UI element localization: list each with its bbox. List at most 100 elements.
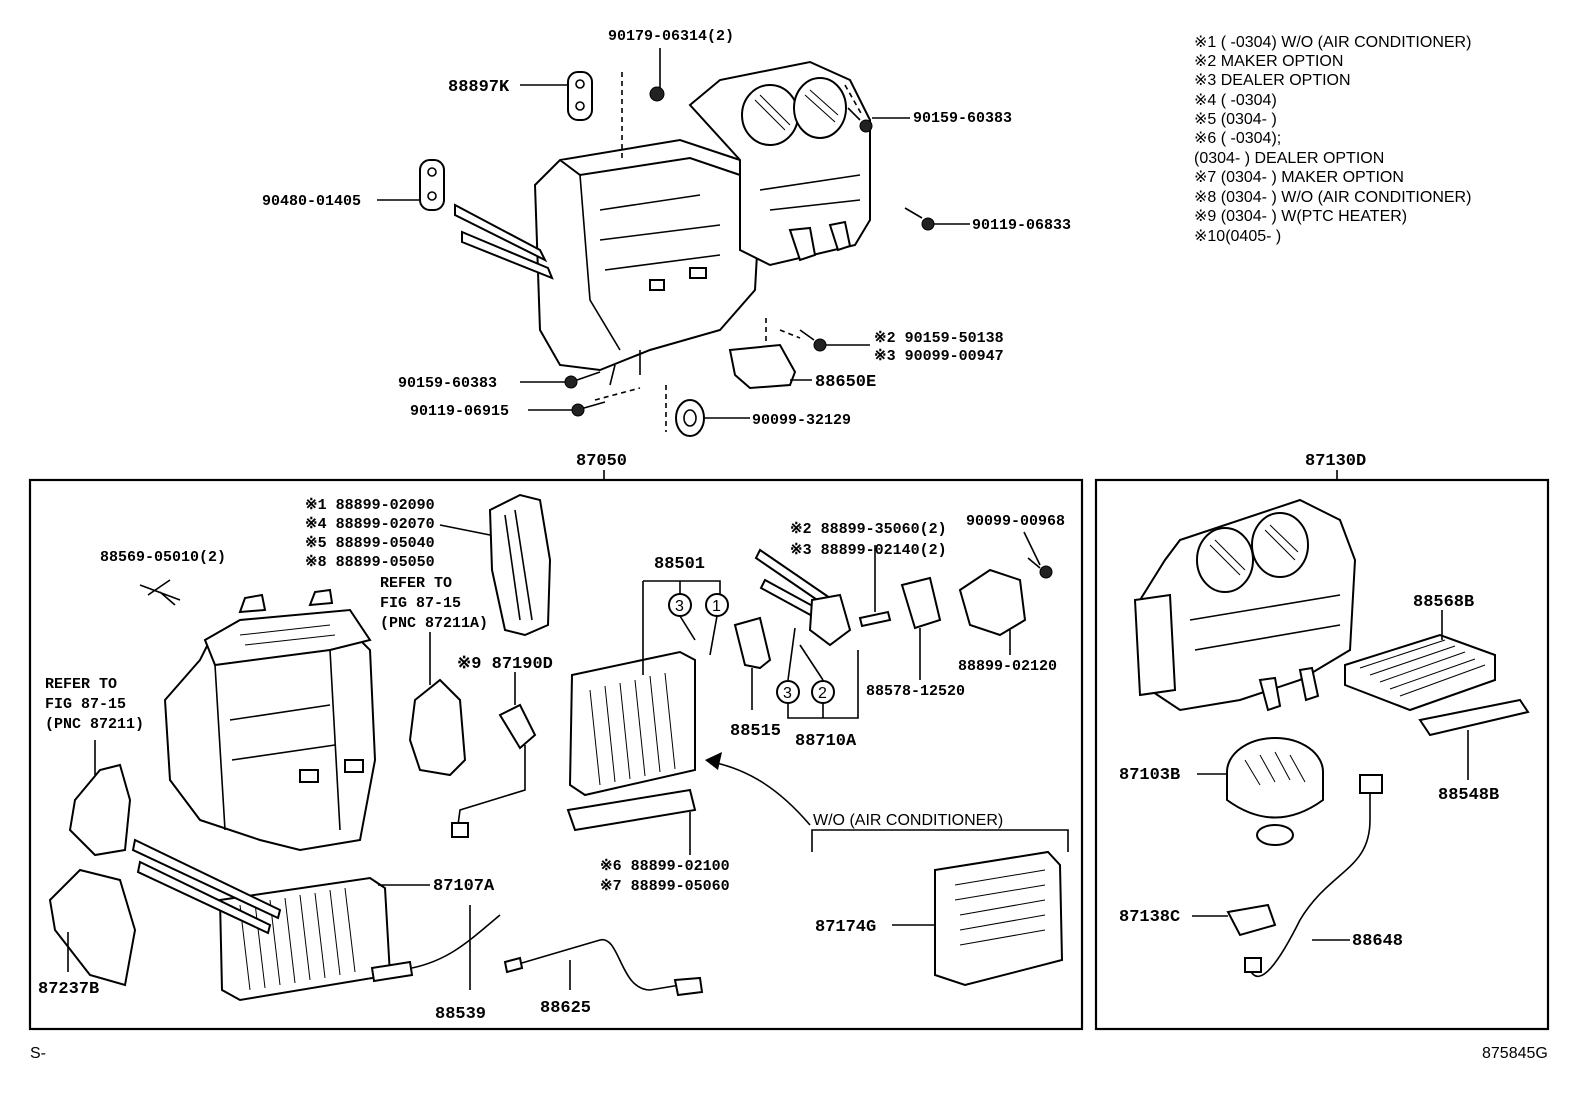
reference-note: REFER TO — [380, 575, 452, 592]
part-label: 88501 — [654, 555, 705, 574]
reference-note: FIG 87-15 — [45, 696, 126, 713]
part-label: 88548B — [1438, 786, 1499, 805]
top-heater-assembly-drawing — [454, 60, 871, 386]
oring-number: 3 — [783, 685, 792, 702]
legend-line: ※9 (0304- ) W(PTC HEATER) — [1194, 208, 1407, 225]
top-small-parts — [419, 71, 935, 437]
oring-number: 3 — [675, 598, 684, 615]
part-label: ※7 88899-05060 — [600, 878, 730, 895]
part-label: 88539 — [435, 1005, 486, 1024]
screw-icon — [904, 207, 935, 231]
part-label: 87174G — [815, 918, 876, 937]
part-label: ※3 88899-02140(2) — [790, 542, 947, 559]
part-label: 88710A — [795, 732, 857, 751]
legend-line: ※4 ( -0304) — [1194, 92, 1277, 109]
part-label: 88568B — [1413, 593, 1474, 612]
part-label: 88899-02120 — [958, 658, 1057, 675]
box-87050: 87050 — [28, 452, 1084, 1031]
screw-icon — [564, 371, 601, 389]
legend-line: ※5 (0304- ) — [1194, 111, 1277, 128]
part-label: ※3 90099-00947 — [874, 348, 1004, 365]
legend-line: (0304- ) DEALER OPTION — [1194, 150, 1384, 167]
bolt-icon — [858, 610, 892, 628]
case-87174G-icon — [934, 850, 1064, 987]
part-label: 88578-12520 — [866, 683, 965, 700]
part-label: 90099-32129 — [752, 412, 851, 429]
part-label: 90480-01405 — [262, 193, 361, 210]
screw-icon — [1027, 557, 1053, 579]
duct-cover-icon — [488, 493, 552, 637]
sensor-88539-icon — [370, 960, 414, 983]
legend-line: ※10(0405- ) — [1194, 228, 1281, 245]
reference-note: REFER TO — [45, 676, 117, 693]
filter-icon — [1344, 633, 1496, 712]
screw-icon — [799, 329, 827, 352]
part-label: 87237B — [38, 980, 99, 999]
part-label: 90159-60383 — [913, 110, 1012, 127]
part-label: ※2 90159-50138 — [874, 330, 1004, 347]
part-label: 88648 — [1352, 932, 1403, 951]
reference-note: (PNC 87211A) — [380, 615, 488, 632]
duct-87211A-icon — [408, 678, 467, 777]
top-labels: 90179-06314(2) 88897K 90159-60383 90480-… — [262, 28, 1071, 429]
clip-88569-icon — [139, 579, 181, 606]
part-label: 90119-06833 — [972, 217, 1071, 234]
grommet-90480-icon — [419, 159, 445, 211]
part-label: ※2 88899-35060(2) — [790, 521, 947, 538]
part-label: 90179-06314(2) — [608, 28, 734, 45]
top-leader-lines — [377, 48, 970, 432]
plate-icon — [566, 788, 697, 832]
duct-87211-icon — [68, 763, 132, 857]
part-label: 88625 — [540, 999, 591, 1018]
part-label: 87107A — [433, 877, 495, 896]
oring-number: 2 — [818, 685, 827, 702]
legend-line: ※8 (0304- ) W/O (AIR CONDITIONER) — [1194, 189, 1471, 206]
arrow-icon — [711, 761, 811, 826]
ptc-heater-icon — [498, 703, 537, 750]
part-label: 90099-00968 — [966, 513, 1065, 530]
legend: ※1 ( -0304) W/O (AIR CONDITIONER) ※2 MAK… — [1194, 34, 1471, 245]
reference-note: (PNC 87211) — [45, 716, 144, 733]
box-frame — [1094, 478, 1550, 1031]
cover-88578-icon — [900, 576, 942, 630]
screw-icon — [571, 401, 606, 417]
reference-note: FIG 87-15 — [380, 595, 461, 612]
part-label: ※6 88899-02100 — [600, 858, 730, 875]
figure-code: 875845G — [1482, 1045, 1548, 1062]
duct-87237B-icon — [48, 868, 137, 987]
box-title: 87050 — [576, 452, 627, 471]
part-label: 87138C — [1119, 908, 1180, 927]
box-87130D: 87130D 88568B 87103B — [1094, 452, 1550, 1031]
cover-88899-02120-icon — [958, 568, 1027, 637]
part-label: ※1 88899-02090 — [305, 497, 435, 514]
nut-icon — [649, 86, 665, 102]
sensor-88625-icon — [514, 939, 681, 991]
legend-line: ※1 ( -0304) W/O (AIR CONDITIONER) — [1194, 34, 1471, 51]
part-label: 90159-60383 — [398, 375, 497, 392]
legend-line: ※6 ( -0304); — [1194, 130, 1281, 147]
wire-harness-icon — [1249, 790, 1371, 977]
expansion-valve-icon — [733, 616, 772, 670]
part-label: 88515 — [730, 722, 781, 741]
part-label: 88897K — [448, 78, 510, 97]
legend-line: ※7 (0304- ) MAKER OPTION — [1194, 169, 1404, 186]
filter-frame-icon — [1418, 698, 1530, 737]
screw-icon — [847, 107, 873, 133]
part-label: ※4 88899-02070 — [305, 516, 435, 533]
condition-note: W/O (AIR CONDITIONER) — [813, 812, 1003, 829]
box-frame — [28, 478, 1084, 1031]
part-label: 88650E — [815, 373, 876, 392]
part-label: 90119-06915 — [410, 403, 509, 420]
footer-left: S- — [30, 1045, 46, 1062]
bracket-88650E-icon — [728, 343, 797, 390]
resistor-icon — [1226, 903, 1277, 937]
part-label: 87103B — [1119, 766, 1180, 785]
part-label: ※9 87190D — [457, 655, 553, 674]
box-title: 87130D — [1305, 452, 1366, 471]
clip-icon — [675, 399, 705, 437]
legend-line: ※2 MAKER OPTION — [1194, 53, 1343, 70]
part-label: 88569-05010(2) — [100, 549, 226, 566]
oring-number: 1 — [712, 598, 721, 615]
evaporator-icon — [568, 650, 696, 797]
